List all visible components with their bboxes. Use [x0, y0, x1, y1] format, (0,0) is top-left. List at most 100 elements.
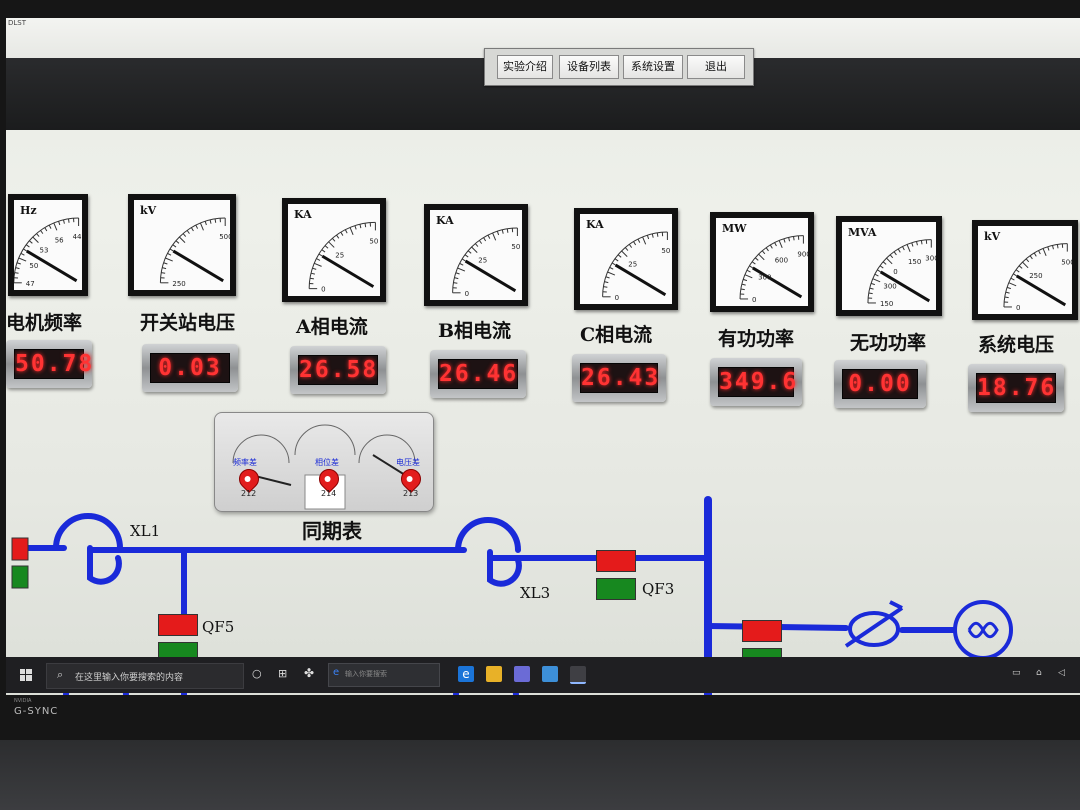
meter-3-tick-label: 0: [321, 286, 325, 294]
meter-1-tick-label: 56: [55, 237, 64, 245]
meter-5-dial: 0 25 50: [602, 231, 670, 302]
edge-small-icon: e: [333, 667, 340, 678]
system-tray-monitor-icon[interactable]: ▭: [1012, 668, 1021, 678]
menu-exit-button[interactable]: 退出: [687, 55, 745, 79]
meter-6-tick-label: 900: [797, 251, 808, 259]
meter-8-digital-display: 18.76: [968, 364, 1064, 412]
meter-2-digital-display: 0.03: [142, 344, 238, 392]
xl1-label: XL1: [130, 522, 161, 540]
taskbar-search-input[interactable]: ⌕ 在这里输入你要搜索的内容: [46, 663, 244, 689]
meter-5-tick-label: 0: [615, 294, 619, 302]
meter-7-tick-label: 150: [908, 258, 921, 266]
main-menu: 实验介绍 设备列表 系统设置 退出: [484, 48, 754, 86]
task-view-icon[interactable]: ○: [252, 667, 262, 680]
xl3-label: XL3: [520, 584, 551, 602]
app-icon-running[interactable]: [570, 666, 586, 684]
taskbar-address-input[interactable]: e 输入你要搜索: [328, 663, 440, 687]
meter-7-tick-label: 150: [880, 300, 893, 308]
meter-5-needle: [614, 263, 667, 297]
qf5-breaker-closed[interactable]: [158, 614, 198, 636]
windows-start-icon[interactable]: [20, 669, 32, 681]
meter-4-unit: KA: [436, 214, 454, 227]
meter-2-label: 开关站电压: [140, 312, 236, 334]
meter-7-digital-display: 0.00: [834, 360, 926, 408]
meter-3-digital-display: 26.58: [290, 346, 386, 394]
meter-3-display-value: 26.58: [298, 355, 379, 385]
app-icon-window[interactable]: [542, 666, 558, 682]
meter-7-tick-label: 300: [883, 283, 896, 291]
xl3-reactor-arc: [455, 517, 521, 553]
meter-7-face: 1503000150300MVA: [842, 222, 936, 310]
meter-5-unit: KA: [586, 218, 604, 231]
meter-6-gauge: 0300600900MW: [710, 212, 814, 312]
multitask-icon[interactable]: ⊞: [278, 667, 288, 680]
meter-8-display-value: 18.76: [976, 373, 1057, 403]
meter-6-needle: [752, 266, 803, 299]
meter-6-display-value: 349.6: [718, 367, 799, 397]
gsync-badge: G-SYNC: [14, 706, 59, 717]
meter-2-needle: [172, 249, 224, 283]
meter-7-unit: MVA: [848, 226, 877, 239]
ie-browser-icon[interactable]: e: [458, 666, 474, 682]
meter-5-tick-label: 25: [628, 261, 637, 269]
meter-8-unit: kV: [984, 230, 1001, 243]
app-title: DLST: [8, 19, 27, 27]
search-icon: ⌕: [57, 668, 64, 681]
phase-diff-value: 214: [321, 489, 337, 498]
meter-2-display-value: 0.03: [150, 353, 230, 383]
meter-8-face: 0250500kV: [978, 226, 1072, 314]
meter-7-gauge: 1503000150300MVA: [836, 216, 942, 316]
app-icon-photos[interactable]: [514, 666, 530, 682]
app-icon-clover[interactable]: ✤: [304, 666, 315, 680]
freq-diff-label: 频率差: [233, 458, 257, 467]
meter-7-display-value: 0.00: [842, 369, 918, 399]
meter-4-tick-label: 25: [478, 257, 487, 265]
meter-3-tick-label: 50: [369, 237, 378, 245]
synchroscope-dials: [232, 424, 416, 510]
meter-4-digital-display: 26.46: [430, 350, 526, 398]
freq-diff-value: 212: [241, 489, 257, 498]
address-placeholder: 输入你要搜索: [345, 670, 387, 678]
meter-8-needle: [1015, 274, 1067, 307]
windows-taskbar: ⌕ 在这里输入你要搜索的内容 ○ ⊞ ✤ e 输入你要搜索 e ▭ ⌂ ◁: [6, 657, 1080, 693]
meter-7-label: 无功功率: [850, 332, 927, 354]
menu-system-settings-button[interactable]: 系统设置: [623, 55, 683, 79]
meter-3-dial: 0 25 50: [308, 221, 378, 294]
meter-5-tick-label: 50: [661, 247, 670, 255]
meter-5-display-value: 26.43: [580, 363, 661, 393]
file-explorer-icon[interactable]: [486, 666, 502, 682]
meter-6-face: 0300600900MW: [716, 218, 808, 306]
meter-4-tick-label: 50: [511, 243, 520, 251]
synchroscope: 频率差 相位差 电压差 212 214 213: [214, 412, 434, 512]
menu-device-list-button[interactable]: 设备列表: [559, 55, 619, 79]
menu-experiment-intro-button[interactable]: 实验介绍: [497, 55, 553, 79]
meter-8-label: 系统电压: [978, 334, 1055, 356]
taskbar-search-placeholder: 在这里输入你要搜索的内容: [75, 673, 184, 683]
gen-breaker-closed[interactable]: [742, 620, 782, 642]
transformer-symbol: [848, 611, 900, 647]
qf3-breaker-closed[interactable]: [596, 550, 636, 572]
meter-2-dial: 250 500: [159, 217, 230, 288]
meter-6-dial: 0300600900: [739, 235, 808, 304]
phase-diff-label: 相位差: [315, 458, 339, 467]
meter-3-tick-label: 25: [335, 252, 344, 260]
volt-diff-label: 电压差: [396, 458, 420, 467]
meter-6-label: 有功功率: [718, 328, 795, 350]
network-icon[interactable]: ⌂: [1036, 668, 1042, 678]
meter-2-tick-label: 250: [172, 280, 185, 288]
meter-6-digital-display: 349.6: [710, 358, 802, 406]
meter-8-tick-label: 250: [1029, 272, 1042, 280]
meter-1-digital-display: 50.78: [6, 340, 92, 388]
meter-1-tick-label: 47: [26, 280, 35, 288]
meter-7-tick-label: 0: [893, 268, 897, 276]
meter-2-tick-label: 500: [219, 233, 230, 241]
meter-7-dial: 1503000150300: [867, 239, 936, 308]
volume-icon[interactable]: ◁: [1058, 668, 1065, 678]
qf3-breaker-open[interactable]: [596, 578, 636, 600]
meter-1-tick-label: 50: [29, 262, 38, 270]
